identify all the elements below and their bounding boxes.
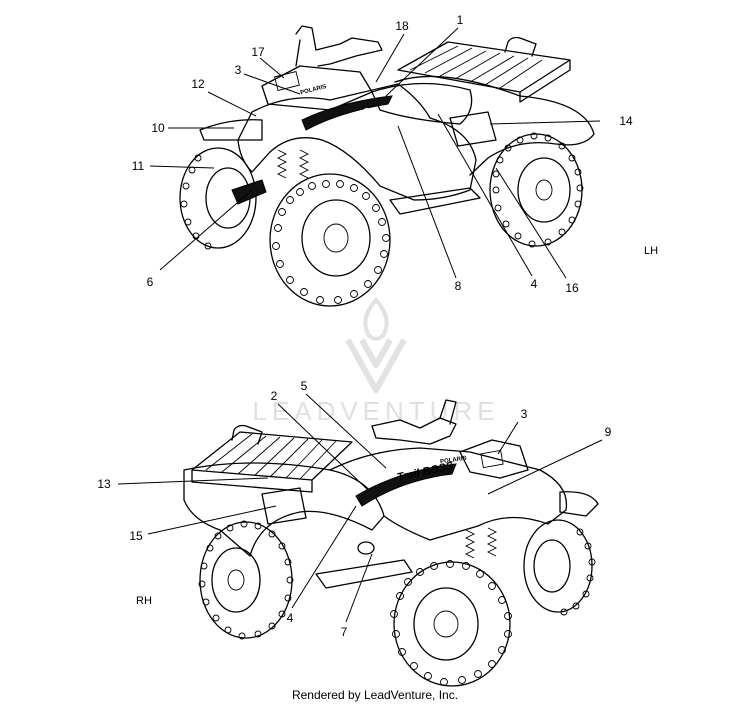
bottom-leader-lines — [117, 393, 603, 623]
callout-3-top: 3 — [235, 63, 242, 77]
callout-4-bottom: 4 — [287, 611, 294, 625]
callout-3-bottom: 3 — [521, 407, 528, 421]
side-label-rh: RH — [136, 595, 152, 607]
footer-credit: Rendered by LeadVenture, Inc. — [291, 688, 459, 702]
callout-12-top: 12 — [191, 77, 205, 91]
top-callouts: 18 1 17 3 12 10 11 14 6 8 4 16 — [132, 13, 633, 295]
callout-15-bottom: 15 — [129, 529, 143, 543]
atv-right-side-view: Trail BOSS POLARIS — [183, 399, 599, 687]
bottom-callouts: 5 2 3 9 13 15 4 7 — [97, 379, 611, 639]
callout-18-top: 18 — [395, 19, 409, 33]
callout-2-bottom: 2 — [271, 389, 278, 403]
callout-13-bottom: 13 — [97, 477, 111, 491]
top-leader-lines — [149, 27, 601, 279]
callout-7-bottom: 7 — [341, 625, 348, 639]
bottom-decal-brand: POLARIS — [440, 456, 467, 466]
callout-9-bottom: 9 — [605, 425, 612, 439]
side-label-lh: LH — [644, 245, 658, 257]
top-decal-brand: POLARIS — [300, 84, 327, 96]
atv-left-side-view: Trail BOSS POLARIS — [179, 25, 595, 307]
callout-4-top: 4 — [531, 277, 538, 291]
callout-16-top: 16 — [565, 281, 579, 295]
callout-5-bottom: 5 — [301, 379, 308, 393]
callout-17-top: 17 — [251, 45, 265, 59]
callout-6-top: 6 — [147, 275, 154, 289]
callout-10-top: 10 — [151, 121, 165, 135]
callout-14-top: 14 — [619, 114, 633, 128]
callout-8-top: 8 — [455, 279, 462, 293]
callout-1-top: 1 — [457, 13, 464, 27]
watermark-logo — [345, 298, 407, 393]
callout-11-top: 11 — [132, 159, 145, 173]
watermark-text: LEADVENTURE — [252, 396, 499, 426]
